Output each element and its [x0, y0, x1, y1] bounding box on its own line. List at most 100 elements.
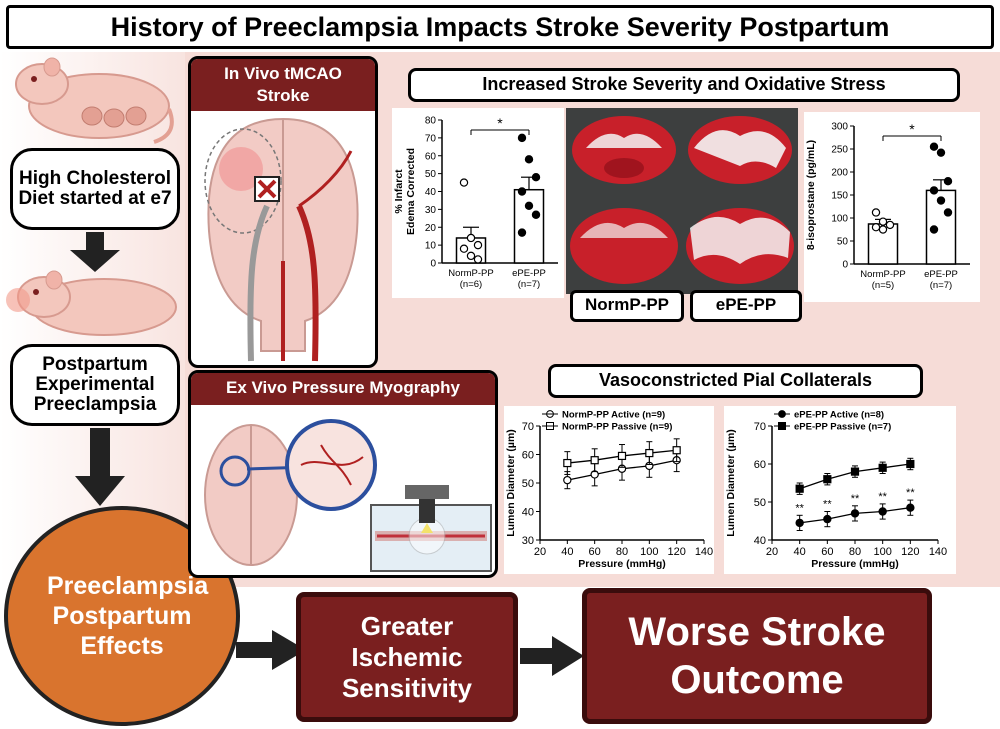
- preeclampsia-effects-circle: Preeclampsia Postpartum Effects: [4, 506, 240, 726]
- data-point: [871, 222, 881, 232]
- brain-slice-photo: [566, 108, 798, 294]
- data-point: [531, 210, 541, 219]
- data-point: [823, 514, 832, 524]
- significance-marker: **: [851, 493, 860, 505]
- x-tick-label: 80: [849, 546, 861, 558]
- y-tick-label: 0: [842, 260, 848, 271]
- significance-marker: **: [823, 499, 832, 511]
- data-point: [850, 509, 860, 518]
- pregnant-rat-illustration: [15, 57, 174, 144]
- y-axis-label: Edema Corrected: [405, 148, 417, 235]
- y-tick-label: 60: [522, 450, 534, 462]
- data-point: [906, 503, 915, 512]
- significance-marker: **: [906, 487, 915, 499]
- y-tick-label: 50: [754, 497, 766, 509]
- y-axis-label: 8-isoprostane (pg/mL): [805, 140, 817, 250]
- pial-collaterals-header: Vasoconstricted Pial Collaterals: [548, 364, 923, 398]
- y-tick-label: 60: [425, 151, 437, 162]
- photo-label-normp: NormP-PP: [570, 290, 684, 322]
- invivo-header: In Vivo tMCAO Stroke: [191, 59, 375, 111]
- x-n-label: (n=7): [518, 279, 540, 290]
- sensitivity-label: Greater Ischemic Sensitivity: [341, 610, 473, 703]
- data-point: [473, 240, 483, 250]
- data-point: [795, 518, 804, 528]
- data-point: [517, 187, 527, 196]
- data-point: [473, 255, 483, 264]
- y-tick-label: 250: [831, 145, 848, 156]
- significance-marker: **: [878, 491, 887, 503]
- y-tick-label: 50: [837, 237, 849, 248]
- y-tick-label: 20: [425, 223, 437, 234]
- data-point: [524, 201, 534, 211]
- x-n-label: (n=6): [460, 279, 482, 290]
- worse-outcome-label: Worse Stroke Outcome: [628, 610, 886, 702]
- y-tick-label: 70: [425, 133, 437, 144]
- data-point: [906, 459, 915, 469]
- step-high-cholesterol-diet: High Cholesterol Diet started at e7: [10, 148, 180, 230]
- x-category-label: ePE-PP: [512, 268, 546, 279]
- data-point: [517, 133, 527, 143]
- data-point: [878, 217, 888, 226]
- data-point: [929, 225, 939, 234]
- y-tick-label: 0: [430, 259, 436, 270]
- y-tick-label: 30: [425, 205, 437, 216]
- bar: [513, 188, 545, 264]
- y-axis-label: % Infarct: [393, 169, 405, 214]
- y-axis-label: Lumen Diameter (µm): [725, 429, 737, 537]
- effects-label: Preeclampsia Postpartum Effects: [47, 572, 209, 660]
- step-postpartum-preeclampsia: Postpartum Experimental Preeclampsia: [10, 344, 180, 426]
- greater-ischemic-sensitivity-box: Greater Ischemic Sensitivity: [296, 592, 518, 722]
- x-tick-label: 80: [616, 546, 628, 558]
- page-title: History of Preeclampsia Impacts Stroke S…: [6, 5, 994, 49]
- data-point: [885, 220, 895, 230]
- data-point: [617, 451, 627, 461]
- data-point: [929, 142, 939, 151]
- data-point: [563, 475, 572, 485]
- legend-label: NormP-PP Passive (n=9): [562, 422, 672, 433]
- x-axis-label: Pressure (mmHg): [578, 558, 666, 570]
- y-tick-label: 50: [522, 478, 534, 490]
- y-tick-label: 60: [754, 459, 766, 471]
- data-point: [466, 233, 476, 243]
- data-point: [459, 178, 469, 187]
- x-tick-label: 60: [589, 546, 601, 558]
- x-tick-label: 40: [561, 546, 573, 558]
- y-tick-label: 40: [425, 187, 437, 198]
- y-tick-label: 30: [522, 535, 534, 547]
- exvivo-panel: Ex Vivo Pressure Myography: [188, 370, 498, 578]
- y-tick-label: 300: [831, 122, 848, 133]
- y-tick-label: 70: [754, 421, 766, 433]
- arrow-down-icon: [70, 232, 120, 272]
- data-point: [563, 458, 572, 468]
- x-category-label: NormP-PP: [860, 269, 905, 280]
- y-tick-label: 100: [831, 214, 848, 225]
- data-point: [878, 507, 887, 516]
- data-point: [531, 172, 541, 182]
- brain-slice-epe-bottom: [686, 208, 794, 284]
- arrow-down-icon: [75, 428, 125, 506]
- y-axis-label: Lumen Diameter (µm): [505, 429, 517, 537]
- data-point: [878, 225, 888, 234]
- y-tick-label: 200: [831, 168, 848, 179]
- data-point: [936, 196, 946, 205]
- x-tick-label: 40: [794, 546, 806, 558]
- data-point: [871, 208, 881, 217]
- x-tick-label: 140: [695, 546, 713, 558]
- x-category-label: NormP-PP: [448, 268, 493, 279]
- pressure-myography-illustration: [204, 419, 492, 572]
- photo-label-epe: ePE-PP: [690, 290, 802, 322]
- brain-tmcao-illustration: [204, 117, 359, 362]
- x-tick-label: 120: [901, 546, 919, 558]
- legend-label: ePE-PP Active (n=8): [794, 410, 884, 421]
- data-point: [466, 251, 476, 261]
- data-point: [795, 484, 804, 493]
- y-tick-label: 70: [522, 421, 534, 433]
- data-point: [459, 244, 469, 253]
- arrow-right-icon: [236, 630, 306, 670]
- data-point: [878, 463, 887, 472]
- data-point: [823, 475, 832, 484]
- x-tick-label: 120: [667, 546, 685, 558]
